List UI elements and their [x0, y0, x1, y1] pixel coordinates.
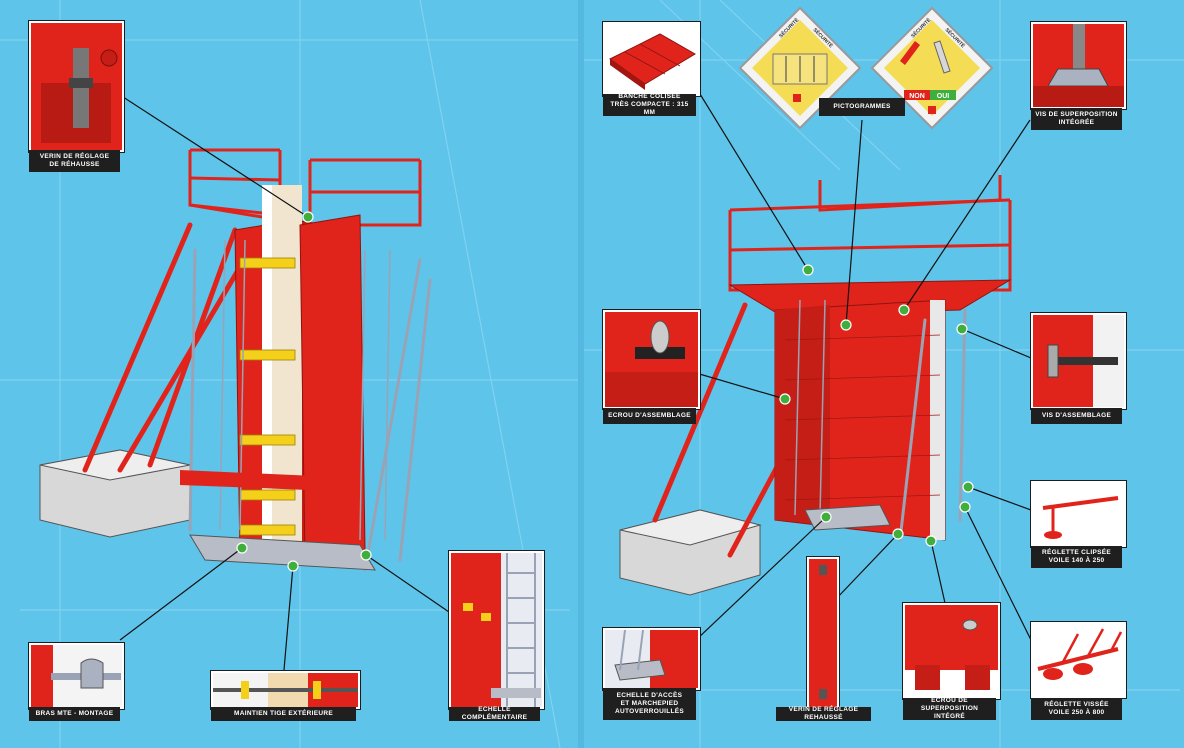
thumb-vis-superposition-image	[1033, 24, 1124, 107]
thumb-ecrou-superposition	[903, 603, 1000, 699]
thumb-vis-assemblage-image	[1033, 315, 1124, 407]
thumb-ecrou-superposition-image	[905, 605, 998, 697]
thumb-echelle-acces-image	[605, 630, 698, 688]
thumb-bras-mte-image	[31, 645, 122, 707]
thumb-ecrou-assemblage	[603, 310, 700, 409]
thumb-verin-rehausse	[807, 557, 839, 709]
thumb-echelle-complementaire	[449, 551, 544, 709]
thumb-banche-colisee-image	[605, 24, 698, 94]
label-bras-mte: BRAS MTE - MONTAGE	[29, 707, 120, 721]
thumb-echelle-complementaire-image	[451, 553, 542, 707]
thumb-reglette-clipsee-image	[1033, 483, 1124, 545]
label-maintien-tige: MAINTIEN TIGE EXTÉRIEURE	[211, 707, 356, 721]
thumb-verin-reglage-rehausse	[29, 21, 124, 152]
thumb-ecrou-assemblage-image	[605, 312, 698, 407]
thumb-reglette-vissee	[1031, 622, 1126, 698]
thumb-maintien-tige-image	[213, 673, 358, 707]
thumb-reglette-clipsee	[1031, 481, 1126, 547]
label-vis-assemblage: VIS D'ASSEMBLAGE	[1031, 408, 1122, 424]
picto-oui-text: OUI	[937, 93, 950, 100]
label-verin-rehausse: VERIN DE RÉGLAGE REHAUSSÉ	[776, 706, 871, 721]
thumb-verin-reglage-rehausse-image	[31, 23, 122, 150]
thumb-banche-colisee	[603, 22, 700, 96]
label-ecrou-assemblage: ECROU D'ASSEMBLAGE	[603, 408, 696, 424]
label-pictogrammes: PICTOGRAMMES	[819, 98, 905, 116]
thumb-reglette-vissee-image	[1033, 624, 1124, 696]
label-echelle-complementaire: ECHELLE COMPLÉMENTAIRE	[449, 706, 540, 721]
picto-non-text: NON	[909, 93, 925, 100]
thumb-verin-rehausse-image	[809, 559, 837, 707]
page-divider	[578, 0, 584, 748]
thumb-bras-mte	[29, 643, 124, 709]
thumb-echelle-acces	[603, 628, 700, 690]
thumb-maintien-tige	[211, 671, 360, 709]
thumb-vis-superposition	[1031, 22, 1126, 109]
thumb-vis-assemblage	[1031, 313, 1126, 409]
counterweight-block-right	[619, 509, 762, 596]
